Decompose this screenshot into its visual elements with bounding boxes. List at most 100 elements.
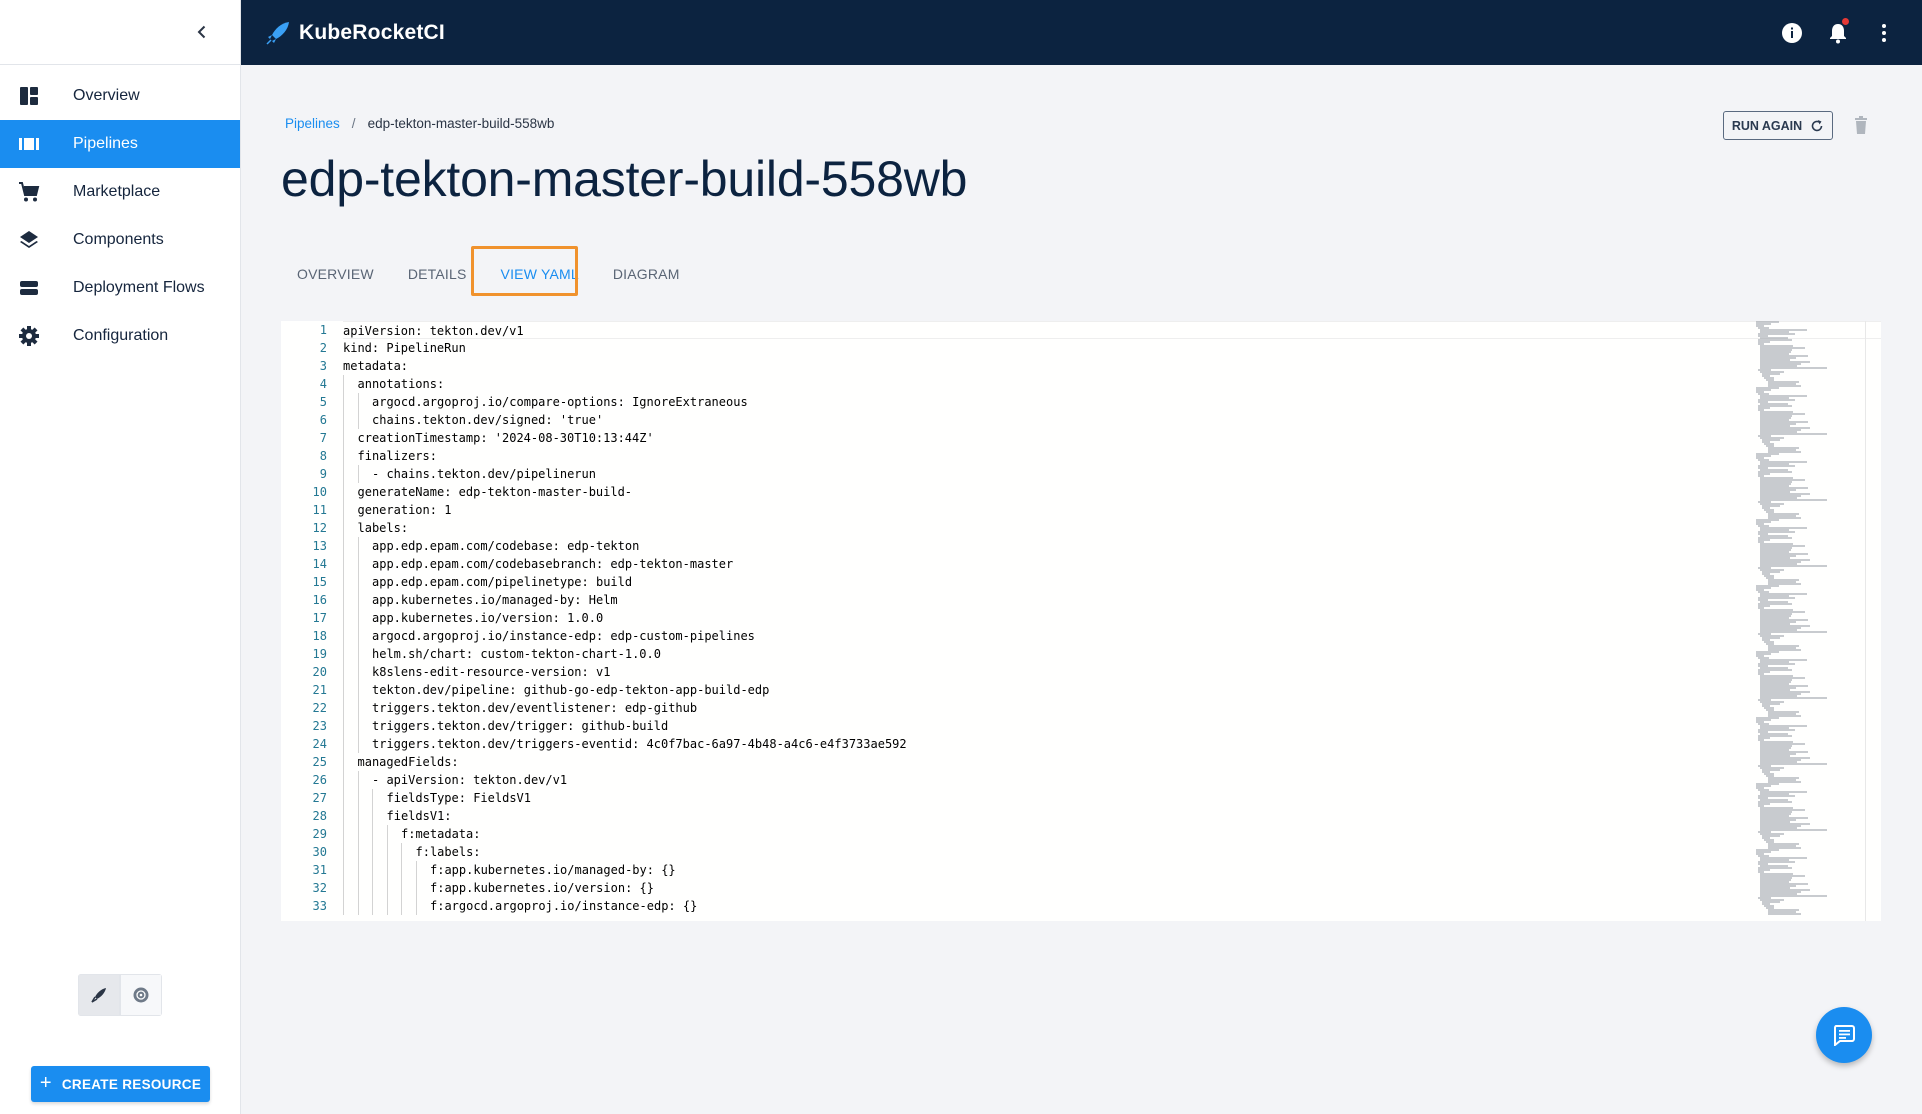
minimap-line bbox=[1760, 623, 1790, 625]
minimap-line bbox=[1768, 715, 1802, 717]
minimap-line bbox=[1764, 905, 1774, 907]
code-line: f:app.kubernetes.io/managed-by: {} bbox=[343, 861, 1881, 879]
minimap-line bbox=[1768, 713, 1796, 715]
minimap-line bbox=[1760, 679, 1793, 681]
minimap-line bbox=[1760, 423, 1796, 425]
create-resource-button[interactable]: + CREATE RESOURCE bbox=[31, 1066, 210, 1102]
sidebar-item-deployment-flows[interactable]: Deployment Flows bbox=[0, 264, 240, 312]
minimap-line bbox=[1760, 499, 1827, 501]
kubernetes-view-button[interactable] bbox=[120, 974, 162, 1016]
code-text: f:argocd.argoproj.io/instance-edp: {} bbox=[430, 899, 698, 913]
minimap-line bbox=[1760, 827, 1797, 829]
brand[interactable]: KubeRocketCI bbox=[265, 20, 445, 46]
code-text: triggers.tekton.dev/eventlistener: edp-g… bbox=[372, 701, 698, 715]
minimap-line bbox=[1760, 329, 1807, 331]
run-again-button[interactable]: RUN AGAIN bbox=[1723, 111, 1833, 140]
chat-button[interactable] bbox=[1816, 1007, 1872, 1063]
minimap-line bbox=[1764, 377, 1774, 379]
line-number: 20 bbox=[312, 665, 327, 679]
minimap-line bbox=[1758, 789, 1769, 791]
minimap-line bbox=[1760, 875, 1805, 877]
minimap-line bbox=[1768, 645, 1799, 647]
code-text: fieldsType: FieldsV1 bbox=[386, 791, 532, 805]
indent-guide bbox=[401, 897, 402, 915]
code-line: app.edp.epam.com/codebase: edp-tekton bbox=[343, 537, 1881, 555]
minimap-line bbox=[1762, 571, 1780, 573]
minimap-line bbox=[1760, 677, 1805, 679]
notifications-button[interactable] bbox=[1826, 17, 1850, 45]
delete-button[interactable] bbox=[1849, 113, 1873, 137]
sidebar-item-marketplace[interactable]: Marketplace bbox=[0, 168, 240, 216]
tab-details[interactable]: DETAILS bbox=[407, 265, 467, 282]
minimap-line bbox=[1756, 851, 1772, 853]
minimap-line bbox=[1766, 577, 1775, 579]
line-number: 14 bbox=[312, 557, 327, 571]
indent-guide bbox=[343, 717, 344, 735]
code-text: - chains.tekton.dev/pipelinerun bbox=[372, 467, 596, 481]
minimap-line bbox=[1768, 777, 1799, 779]
sidebar-item-label: Pipelines bbox=[73, 135, 138, 152]
minimap-line bbox=[1760, 621, 1796, 623]
sidebar-item-overview[interactable]: Overview bbox=[0, 72, 240, 120]
minimap-line bbox=[1760, 361, 1810, 363]
code-line: labels: bbox=[343, 519, 1881, 537]
breadcrumb-pipelines-link[interactable]: Pipelines bbox=[285, 116, 340, 131]
sidebar-item-pipelines[interactable]: Pipelines bbox=[0, 120, 240, 168]
minimap-line bbox=[1760, 895, 1827, 897]
indent-guide bbox=[343, 483, 344, 501]
minimap-line bbox=[1756, 519, 1779, 521]
info-button[interactable] bbox=[1780, 21, 1804, 45]
tab-overview[interactable]: OVERVIEW bbox=[297, 265, 374, 282]
indent-guide bbox=[372, 879, 373, 897]
minimap-line bbox=[1758, 459, 1769, 461]
minimap-line bbox=[1758, 665, 1768, 667]
minimap-line bbox=[1760, 553, 1808, 555]
minimap-line bbox=[1760, 345, 1794, 347]
sidebar-item-configuration[interactable]: Configuration bbox=[0, 312, 240, 360]
trash-icon bbox=[1855, 116, 1867, 134]
code-text: app.edp.epam.com/codebase: edp-tekton bbox=[372, 539, 640, 553]
minimap-line bbox=[1760, 889, 1810, 891]
indent-guide bbox=[343, 663, 344, 681]
sidebar-item-components[interactable]: Components bbox=[0, 216, 240, 264]
tab-view-yaml[interactable]: VIEW YAML bbox=[500, 265, 579, 282]
minimap-line bbox=[1758, 729, 1795, 731]
minimap-line bbox=[1760, 461, 1807, 463]
editor-scrollbar[interactable] bbox=[1865, 321, 1879, 921]
minimap-line bbox=[1760, 611, 1805, 613]
minimap-line bbox=[1760, 675, 1794, 677]
indent-guide bbox=[343, 465, 344, 483]
collapse-sidebar-button[interactable] bbox=[190, 20, 214, 44]
line-number: 24 bbox=[312, 737, 327, 751]
minimap-line bbox=[1760, 857, 1807, 859]
indent-guide bbox=[357, 663, 359, 681]
line-number: 5 bbox=[319, 395, 327, 409]
minimap-line bbox=[1760, 683, 1789, 685]
minimap-line bbox=[1756, 787, 1765, 789]
indent-guide bbox=[372, 789, 373, 807]
minimap-line bbox=[1760, 755, 1790, 757]
minimap-line bbox=[1760, 429, 1801, 431]
minimap-line bbox=[1764, 707, 1774, 709]
code-text: f:app.kubernetes.io/version: {} bbox=[430, 881, 654, 895]
minimap-line bbox=[1760, 819, 1796, 821]
sidebar-item-label: Overview bbox=[73, 87, 140, 104]
minimap-line bbox=[1768, 449, 1796, 451]
minimap-line bbox=[1760, 615, 1791, 617]
indent-guide bbox=[357, 699, 359, 717]
minimap-line bbox=[1758, 473, 1770, 475]
tab-diagram[interactable]: DIAGRAM bbox=[612, 265, 680, 282]
code-text: argocd.argoproj.io/compare-options: Igno… bbox=[372, 395, 748, 409]
minimap-line bbox=[1760, 413, 1805, 415]
minimap-line bbox=[1758, 723, 1769, 725]
dashboard-icon bbox=[17, 84, 41, 108]
minimap-line bbox=[1760, 891, 1801, 893]
minimap-line bbox=[1758, 539, 1770, 541]
rocket-view-button[interactable] bbox=[78, 974, 120, 1016]
more-options-button[interactable] bbox=[1872, 21, 1896, 45]
line-number: 31 bbox=[312, 863, 327, 877]
minimap-line bbox=[1760, 551, 1789, 553]
editor-minimap[interactable] bbox=[1754, 321, 1864, 921]
